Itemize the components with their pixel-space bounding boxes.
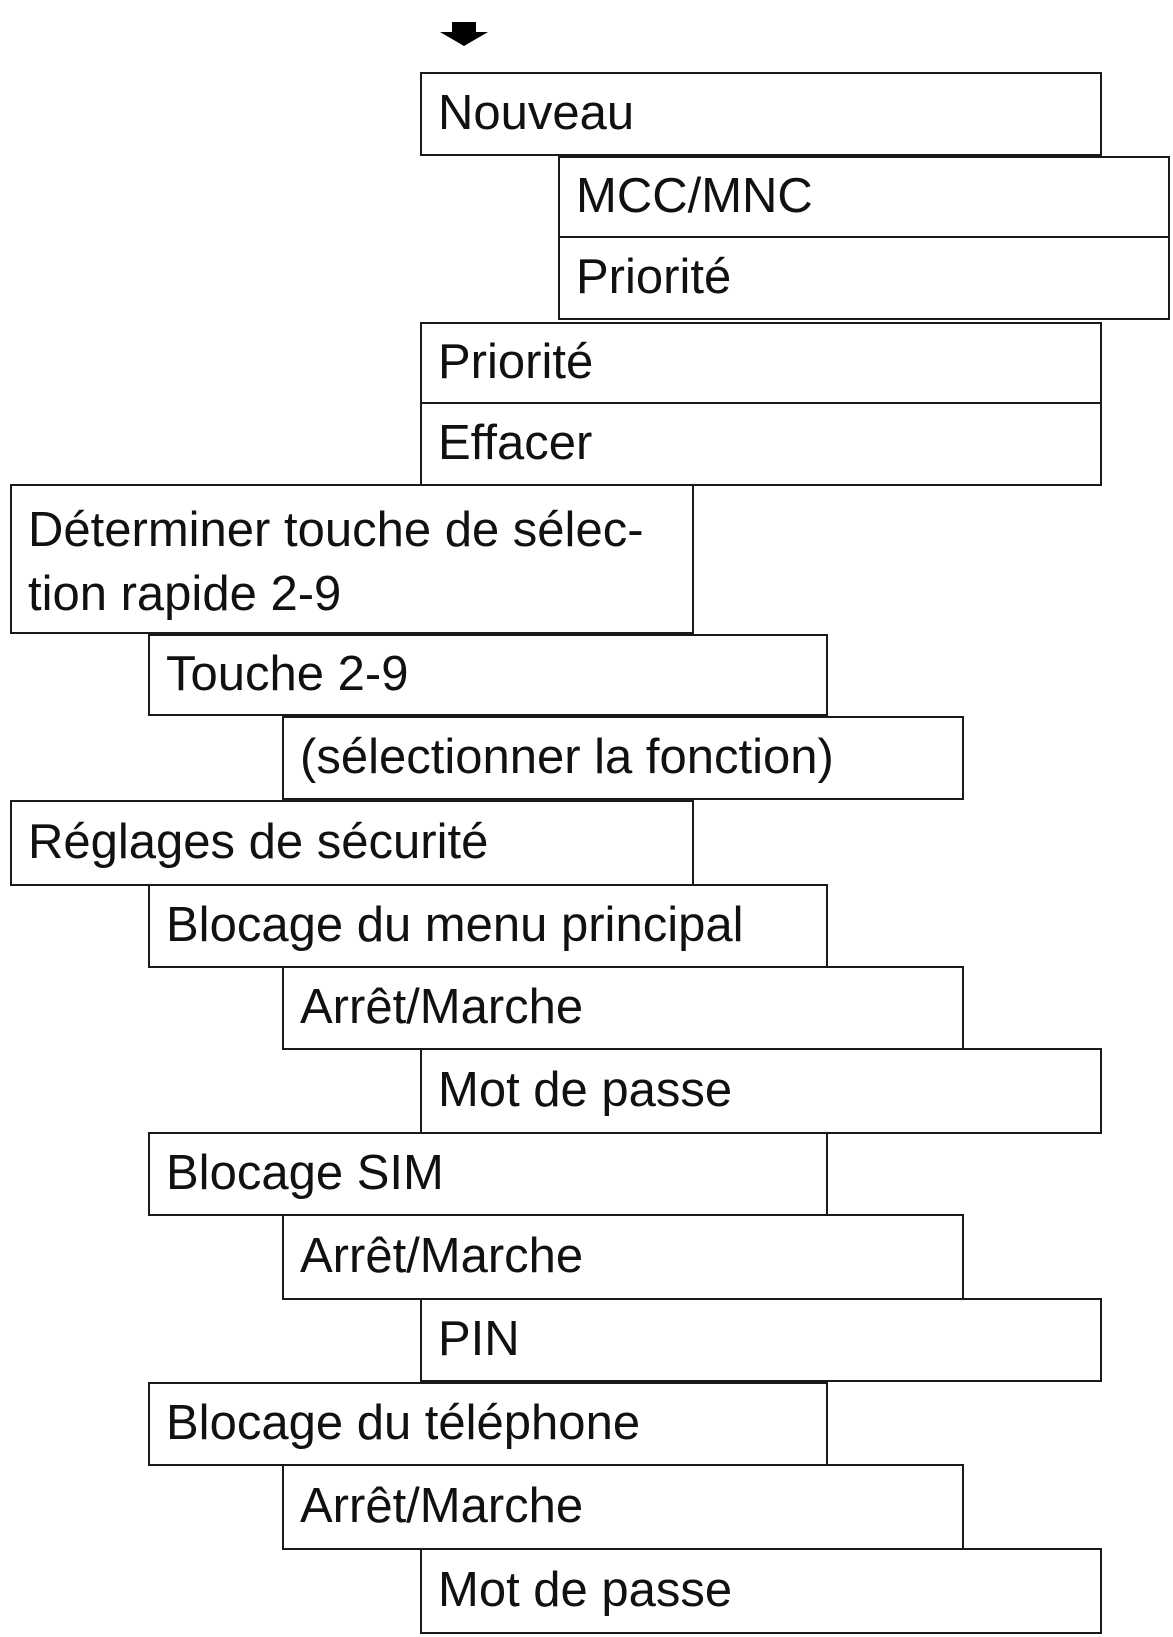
menu-item-arret-marche-3: Arrêt/Marche: [282, 1464, 964, 1550]
arrow-stem: [452, 22, 476, 34]
menu-item-label: Arrêt/Marche: [300, 1479, 584, 1534]
menu-item-label: Arrêt/Marche: [300, 1229, 584, 1284]
menu-item-label: Arrêt/Marche: [300, 980, 584, 1035]
menu-item-nouveau: Nouveau: [420, 72, 1102, 156]
menu-item-label: Nouveau: [438, 86, 635, 141]
menu-item-label-line2: tion rapide 2-9: [28, 567, 342, 621]
menu-item-blocage-sim: Blocage SIM: [148, 1132, 828, 1216]
menu-item-priorite: Priorité: [420, 322, 1102, 404]
menu-item-label: Réglages de sécurité: [28, 815, 489, 870]
menu-item-label: (sélectionner la fonction): [300, 730, 834, 785]
menu-item-label: Priorité: [576, 250, 732, 305]
menu-item-blocage-menu: Blocage du menu principal: [148, 884, 828, 968]
menu-item-label: MCC/MNC: [576, 169, 813, 224]
menu-item-label: Mot de passe: [438, 1063, 733, 1118]
menu-item-label: Blocage du menu principal: [166, 898, 744, 953]
menu-item-label: Blocage du téléphone: [166, 1396, 641, 1451]
arrow-head: [440, 32, 488, 46]
menu-item-label: Mot de passe: [438, 1563, 733, 1618]
menu-item-arret-marche-2: Arrêt/Marche: [282, 1214, 964, 1300]
menu-item-blocage-telephone: Blocage du téléphone: [148, 1382, 828, 1466]
menu-item-label: Blocage SIM: [166, 1146, 444, 1201]
menu-item-label: Effacer: [438, 416, 593, 471]
menu-item-touche: Touche 2-9: [148, 634, 828, 716]
menu-item-effacer: Effacer: [420, 402, 1102, 486]
menu-item-priorite-sub: Priorité: [558, 236, 1170, 320]
menu-item-mot-de-passe-2: Mot de passe: [420, 1548, 1102, 1634]
menu-item-label: Déterminer touche de sélec-: [28, 503, 644, 557]
menu-item-determiner: Déterminer touche de sélec- tion rapide …: [10, 484, 694, 634]
menu-item-label: Touche 2-9: [166, 647, 409, 702]
menu-item-mcc-mnc: MCC/MNC: [558, 156, 1170, 238]
menu-item-reglages: Réglages de sécurité: [10, 800, 694, 886]
menu-item-label: Priorité: [438, 335, 594, 390]
menu-item-selectionner: (sélectionner la fonction): [282, 716, 964, 800]
menu-item-mot-de-passe-1: Mot de passe: [420, 1048, 1102, 1134]
menu-item-label: PIN: [438, 1312, 520, 1367]
menu-item-pin: PIN: [420, 1298, 1102, 1382]
menu-item-arret-marche-1: Arrêt/Marche: [282, 966, 964, 1050]
